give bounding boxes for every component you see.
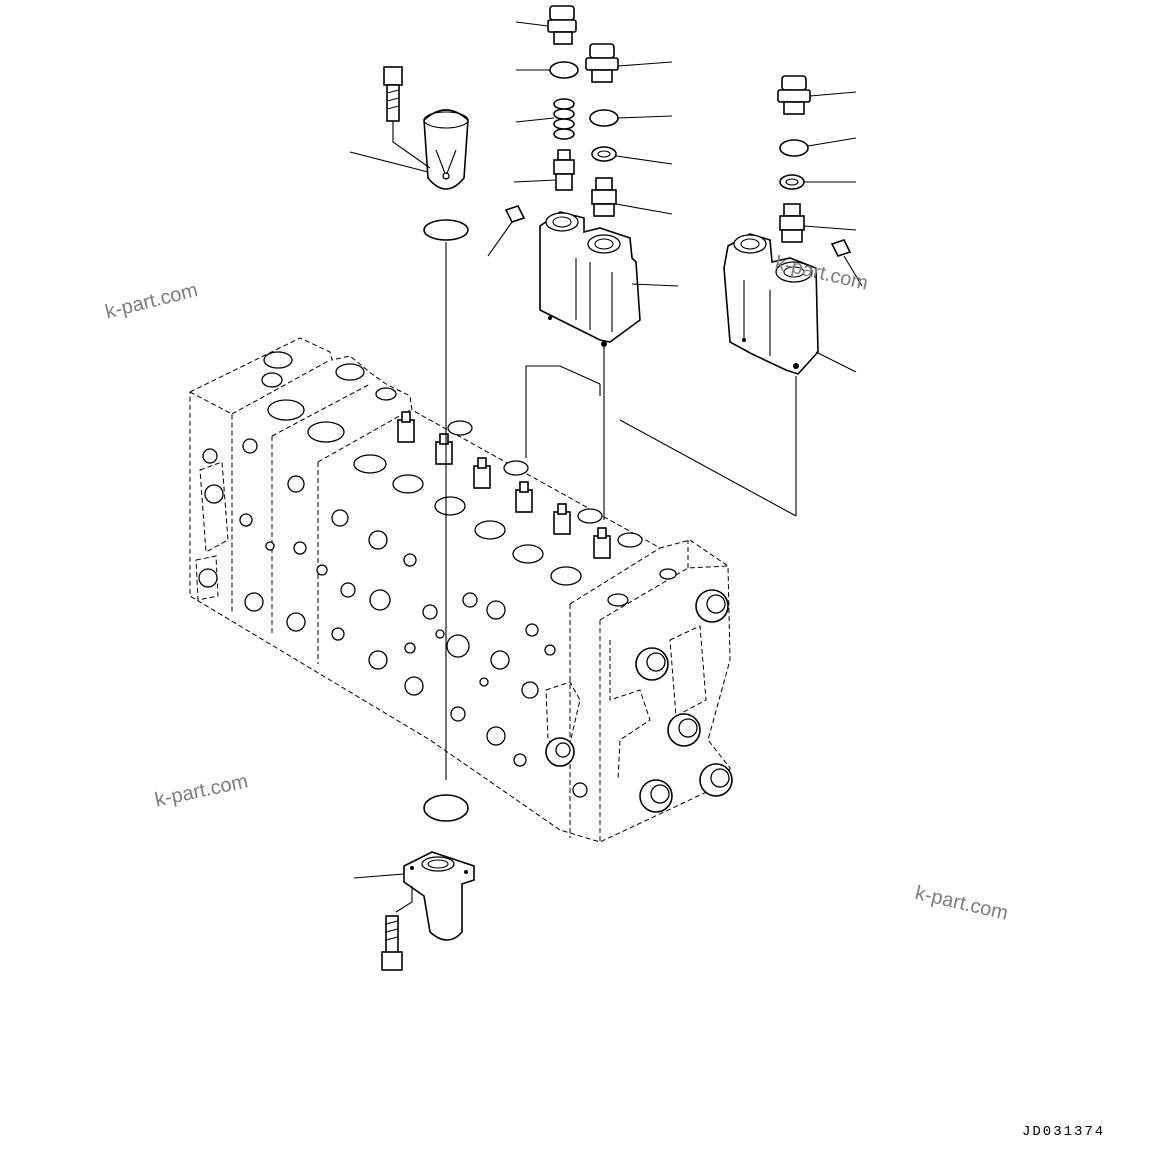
seal-right	[779, 174, 805, 190]
plug-small-center	[504, 205, 526, 223]
o-ring-right	[779, 139, 809, 157]
o-ring-center-2	[589, 109, 619, 127]
plug-right	[777, 75, 811, 115]
valve-cap-upper	[423, 109, 469, 190]
plug-center-2	[585, 43, 619, 83]
top-fitting-5	[553, 503, 571, 535]
piston-right	[779, 203, 805, 243]
top-fitting-2	[435, 433, 453, 465]
top-fitting-6	[593, 527, 611, 559]
valve-cap-lower	[403, 851, 475, 941]
o-ring-center-1	[549, 61, 579, 79]
top-fitting-4	[515, 481, 533, 513]
valve-housing-center	[539, 211, 641, 347]
plug-small-right	[830, 239, 852, 257]
drawing-code: JD031374	[1022, 1124, 1106, 1140]
seal-center	[591, 146, 617, 162]
top-fitting-1	[397, 411, 415, 443]
spool-center	[553, 149, 575, 191]
top-fitting-3	[473, 457, 491, 489]
bolt-lower	[381, 915, 403, 971]
bolt-upper	[383, 66, 403, 122]
spring-center	[553, 98, 575, 140]
plug-center-1	[547, 5, 577, 45]
o-ring-upper	[423, 219, 469, 241]
piston-center	[591, 177, 617, 217]
valve-housing-right	[723, 233, 819, 375]
control-valve-body	[189, 337, 733, 843]
o-ring-lower	[423, 794, 469, 822]
